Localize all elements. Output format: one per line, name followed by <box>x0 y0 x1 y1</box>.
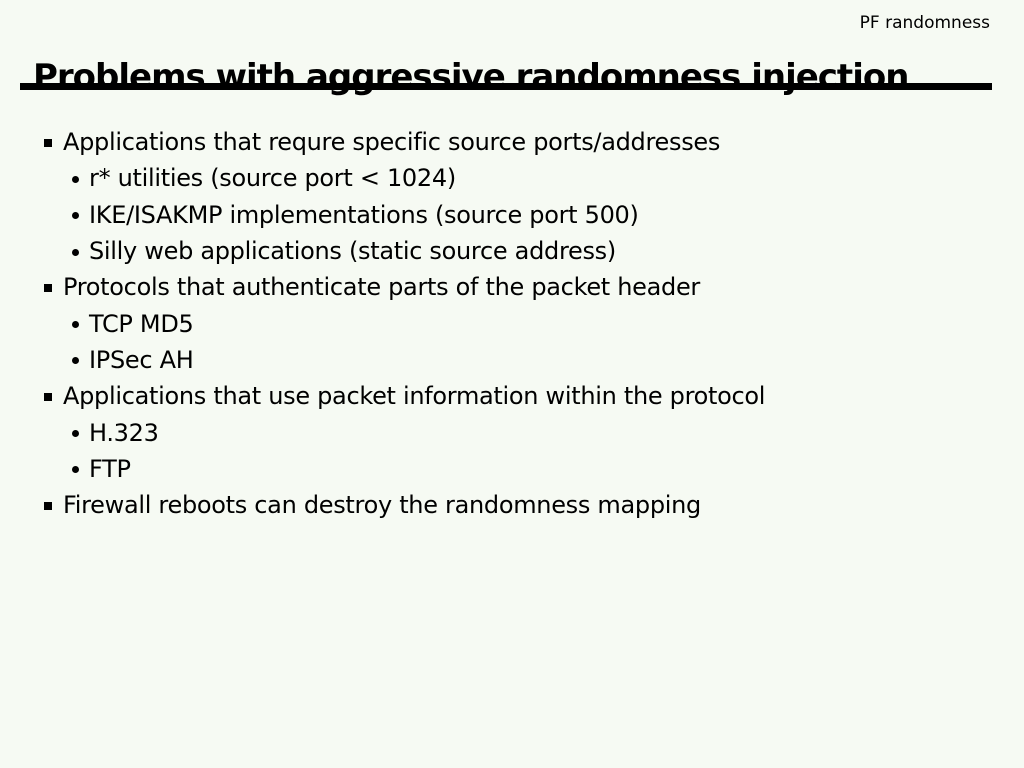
bullet-text: Applications that requre specific source… <box>63 128 721 157</box>
bullet-subitem: FTP <box>0 451 1024 487</box>
bullet-subitem: r* utilities (source port < 1024) <box>0 160 1024 196</box>
dot-bullet-icon <box>72 212 79 220</box>
dot-bullet-icon <box>72 430 79 438</box>
dot-bullet-icon <box>72 175 79 183</box>
bullet-text: Applications that use packet information… <box>63 382 766 411</box>
bullet-text: Silly web applications (static source ad… <box>89 237 616 266</box>
bullet-subitem: TCP MD5 <box>0 305 1024 341</box>
bullet-item: Firewall reboots can destroy the randomn… <box>0 487 1024 523</box>
square-bullet-icon <box>44 139 52 148</box>
dot-bullet-icon <box>72 466 79 474</box>
bullet-subitem: IKE/ISAKMP implementations (source port … <box>0 197 1024 233</box>
square-bullet-icon <box>44 393 52 402</box>
bullet-text: FTP <box>89 454 131 483</box>
bullet-text: IKE/ISAKMP implementations (source port … <box>89 200 639 229</box>
bullet-subitem: IPSec AH <box>0 342 1024 378</box>
dot-bullet-icon <box>72 321 79 329</box>
dot-bullet-icon <box>72 248 79 256</box>
bullet-subitem: H.323 <box>0 414 1024 450</box>
bullet-text: Protocols that authenticate parts of the… <box>63 273 700 302</box>
bullet-list: Applications that requre specific source… <box>0 124 1024 523</box>
bullet-text: Firewall reboots can destroy the randomn… <box>63 491 701 520</box>
bullet-text: TCP MD5 <box>89 309 194 338</box>
bullet-text: r* utilities (source port < 1024) <box>89 164 456 193</box>
dot-bullet-icon <box>72 357 79 365</box>
square-bullet-icon <box>44 284 52 293</box>
square-bullet-icon <box>44 502 52 511</box>
bullet-item: Protocols that authenticate parts of the… <box>0 269 1024 305</box>
bullet-item: Applications that use packet information… <box>0 378 1024 414</box>
deck-corner-label: PF randomness <box>859 13 990 33</box>
bullet-subitem: Silly web applications (static source ad… <box>0 233 1024 269</box>
bullet-text: IPSec AH <box>89 345 194 374</box>
bullet-text: H.323 <box>89 418 159 447</box>
title-underline-rule <box>20 83 992 90</box>
page-title: Problems with aggressive randomness inje… <box>33 56 909 97</box>
bullet-item: Applications that requre specific source… <box>0 124 1024 160</box>
